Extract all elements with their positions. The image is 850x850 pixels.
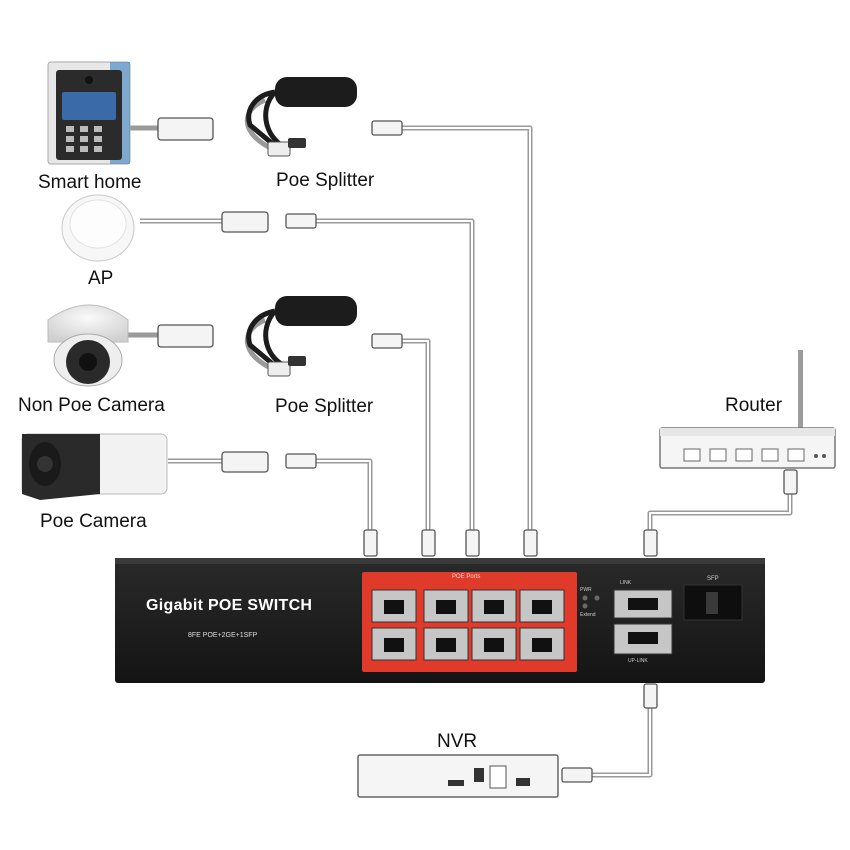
link-label: LINK	[620, 580, 632, 586]
plug-icon	[285, 213, 317, 229]
cable-smarthome	[400, 125, 533, 540]
uplink-ports	[613, 589, 673, 655]
cable-poecam	[315, 458, 373, 540]
plug-icon	[465, 529, 480, 557]
plug-icon	[561, 767, 593, 783]
poe-splitter-label-2: Poe Splitter	[275, 396, 374, 417]
plug-icon	[421, 529, 436, 557]
nvr-label: NVR	[437, 731, 478, 752]
power-label: PWR	[580, 587, 592, 593]
smart-home-label: Smart home	[38, 172, 142, 193]
poe-camera-label: Poe Camera	[40, 511, 147, 532]
plug-icon	[783, 469, 798, 495]
smart-home-device	[47, 61, 131, 165]
poe-splitter-2	[246, 296, 357, 377]
dome-camera-device	[47, 304, 129, 387]
uplink-label: UP-LINK	[628, 658, 648, 664]
router-device	[659, 350, 836, 469]
sfp-label: SFP	[707, 576, 719, 582]
plug-icon	[643, 529, 658, 557]
poe-ports-label: POE Ports	[452, 574, 481, 580]
plug-icon	[363, 529, 378, 557]
poe-splitter-label-1: Poe Splitter	[276, 170, 375, 191]
switch-title: Gigabit POE SWITCH	[146, 597, 313, 614]
cable-nvr	[590, 690, 653, 778]
ap-device	[61, 194, 135, 262]
extend-label: Extend	[580, 612, 596, 618]
switch-subtitle: 8FE POE+2GE+1SFP	[188, 632, 258, 639]
router-label: Router	[725, 395, 783, 416]
plug-icon	[643, 683, 658, 709]
non-poe-camera-label: Non Poe Camera	[18, 395, 165, 416]
rj45-plugs	[285, 120, 798, 783]
cable-router	[647, 480, 793, 540]
plug-icon	[523, 529, 538, 557]
plug-icon	[371, 333, 403, 349]
poe-splitter-1	[246, 77, 357, 157]
ap-label: AP	[88, 268, 114, 289]
plug-icon	[371, 120, 403, 136]
poe-switch-device	[115, 558, 765, 683]
bullet-camera-device	[21, 433, 168, 500]
cable-ap	[315, 218, 475, 540]
power-connectors	[157, 117, 269, 473]
cable-noncam	[400, 338, 431, 540]
nvr-device	[357, 754, 559, 798]
plug-icon	[285, 453, 317, 469]
